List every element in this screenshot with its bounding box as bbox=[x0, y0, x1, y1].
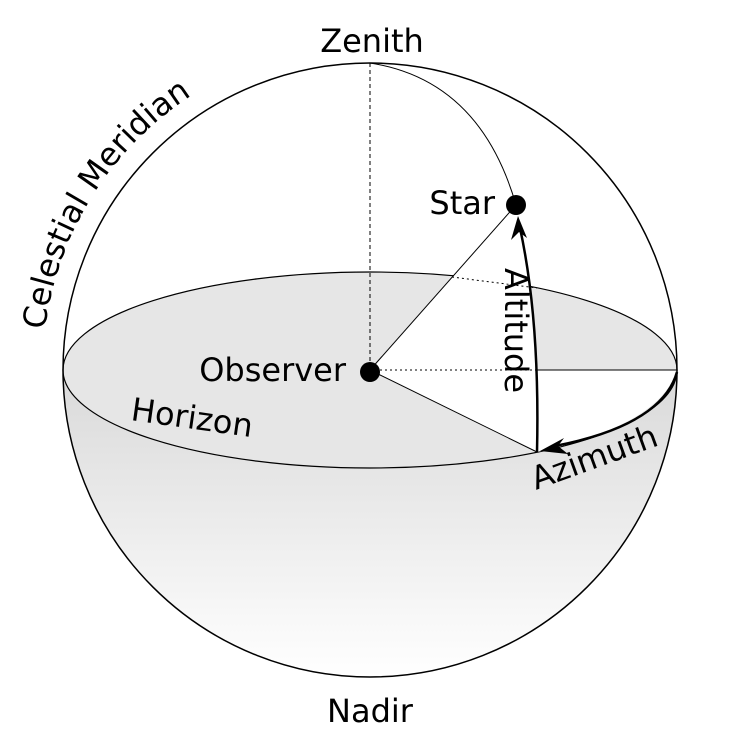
azimuth-region bbox=[537, 370, 677, 452]
lower-hemisphere bbox=[63, 370, 677, 677]
star-label: Star bbox=[429, 184, 495, 222]
star-dot bbox=[506, 195, 526, 215]
azimuth-arrowhead bbox=[540, 438, 568, 454]
meridian-label-path: Celestial Meridian bbox=[15, 71, 196, 332]
nadir-label: Nadir bbox=[327, 692, 414, 730]
meridian-label: Celestial Meridian bbox=[15, 71, 196, 332]
azimuth-arc bbox=[554, 371, 679, 448]
zenith-label: Zenith bbox=[320, 22, 424, 60]
observer-star-line bbox=[369, 204, 517, 371]
observer-dot bbox=[360, 362, 380, 382]
observer-horizon-line bbox=[369, 369, 538, 453]
altitude-arc bbox=[518, 227, 539, 453]
altitude-arrowhead bbox=[511, 216, 527, 240]
star-meridian-arc bbox=[369, 62, 517, 206]
hidden-horizon-dotted bbox=[451, 276, 538, 289]
altitude-label: Altitude bbox=[497, 268, 535, 393]
observer-label: Observer bbox=[199, 351, 347, 389]
